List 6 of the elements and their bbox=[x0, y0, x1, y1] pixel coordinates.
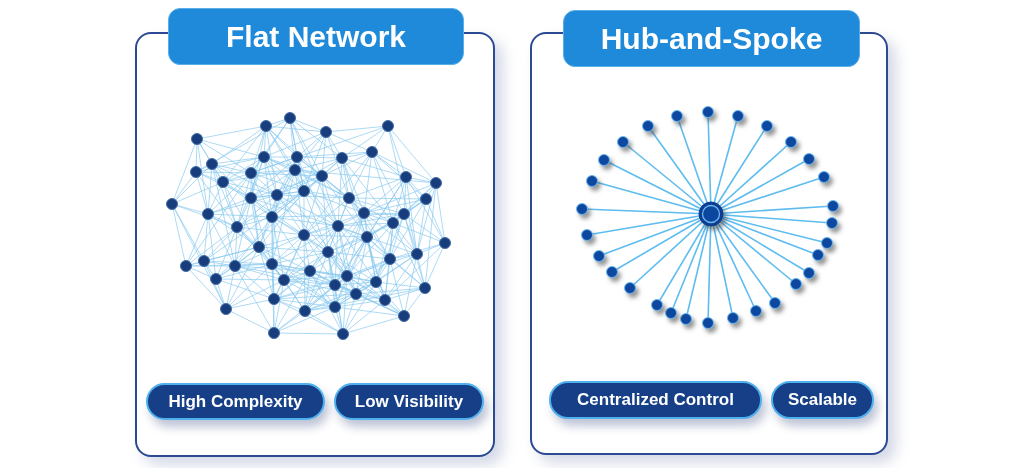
title-tab: Hub-and-Spoke bbox=[563, 10, 860, 67]
feature-tag: Low Visibility bbox=[334, 383, 484, 420]
feature-tag: Centralized Control bbox=[549, 381, 762, 419]
title-tab: Flat Network bbox=[168, 8, 464, 65]
feature-tag: Scalable bbox=[771, 381, 874, 419]
feature-tag: High Complexity bbox=[146, 383, 325, 420]
